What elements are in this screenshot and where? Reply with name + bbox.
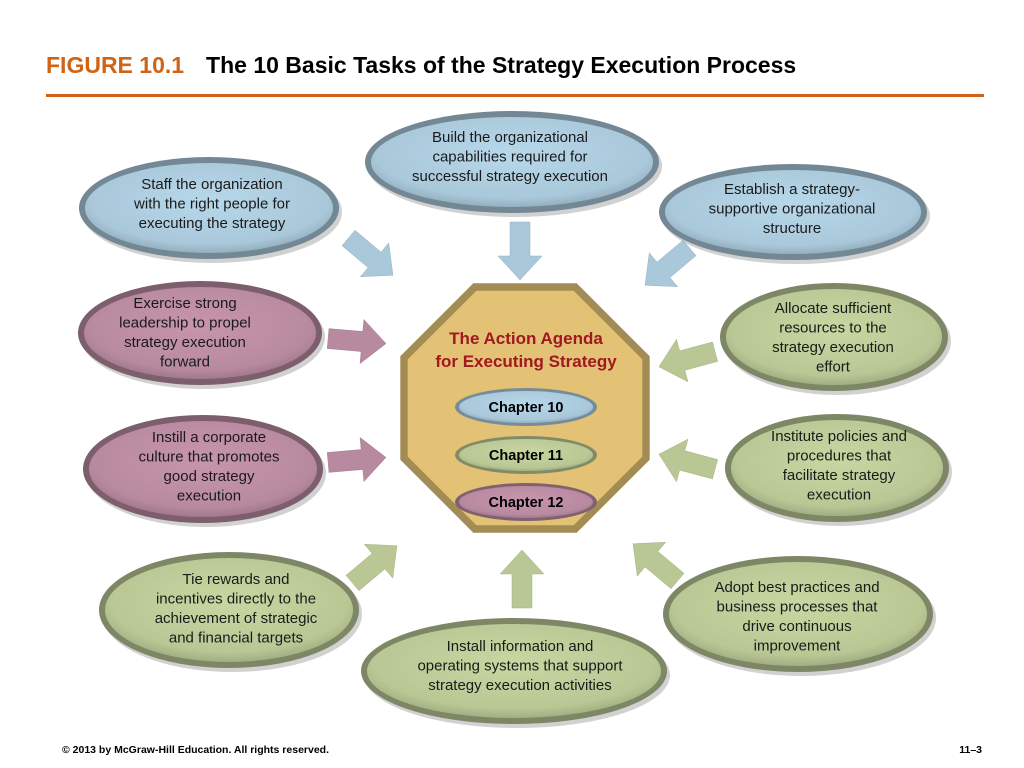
task-oval-install-systems: Install information and operating systems… <box>361 618 670 728</box>
task-text-line: executing the strategy <box>139 215 286 232</box>
task-text-line: Establish a strategy- <box>724 181 860 198</box>
arrow-bottom-right <box>632 542 685 590</box>
task-text-line: drive continuous <box>742 618 851 635</box>
task-oval-adopt-best-practices: Adopt best practices and business process… <box>663 556 936 676</box>
task-text-line: execution <box>807 487 871 504</box>
task-oval-institute-policies: Institute policies and procedures that fac… <box>725 414 952 526</box>
task-oval-allocate-resources: Allocate sufficient resources to the strat… <box>720 283 951 395</box>
task-text-line: Staff the organization <box>141 176 283 193</box>
chapter-pill-10: Chapter 10 <box>455 388 597 426</box>
copyright-notice: © 2013 by McGraw-Hill Education. All rig… <box>62 744 330 756</box>
action-agenda-title-line: for Executing Strategy <box>435 352 617 371</box>
arrow-left-upper <box>326 319 387 364</box>
task-oval-establish-structure: Establish a strategy-supportive organiza… <box>659 164 930 264</box>
chapter-pill-label: Chapter 11 <box>489 448 563 464</box>
task-text-line: Institute policies and <box>771 428 907 445</box>
chapter-pill-12: Chapter 12 <box>455 483 597 521</box>
task-text-line: business processes that <box>717 599 879 616</box>
task-text-line: effort <box>816 359 851 376</box>
task-text-line: resources to the <box>779 320 887 337</box>
title-divider <box>46 94 984 97</box>
task-oval-build-capabilities: Build the organizational capabilities req… <box>365 111 662 217</box>
arrow-right-upper <box>658 338 718 383</box>
figure-label: FIGURE 10.1 <box>46 52 185 78</box>
task-text-line: with the right people for <box>133 196 290 213</box>
chapter-pill-label: Chapter 10 <box>489 400 564 416</box>
task-text-line: Tie rewards and <box>183 571 290 588</box>
task-text-line: Exercise strong <box>133 295 236 312</box>
task-text-line: Allocate sufficient <box>775 300 892 317</box>
arrow-top-left <box>341 229 394 277</box>
task-text-line: culture that promotes <box>139 449 280 466</box>
arrow-bottom-left <box>345 544 398 592</box>
task-oval-staff-organization: Staff the organization with the right peo… <box>79 157 342 263</box>
page-number: 11–3 <box>959 744 982 756</box>
task-text-line: achievement of strategic <box>155 610 318 627</box>
task-text-line: strategy execution activities <box>428 677 611 694</box>
chapter-pill-11: Chapter 11 <box>455 436 597 474</box>
chapter-pill-label: Chapter 12 <box>489 495 564 511</box>
action-agenda-title-line: The Action Agenda <box>449 329 603 348</box>
arrow-top-right <box>644 239 697 287</box>
task-oval-instill-culture: Instill a corporate culture that promotes… <box>83 415 326 527</box>
task-text-line: successful strategy execution <box>412 168 608 185</box>
task-oval-tie-rewards: Tie rewards and incentives directly to th… <box>99 552 362 672</box>
arrow-left-lower <box>326 437 387 482</box>
task-text-line: structure <box>763 220 821 237</box>
task-text-line: execution <box>177 488 241 505</box>
task-text-line: Instill a corporate <box>152 429 266 446</box>
task-oval-exercise-leadership: Exercise strong leadership to propel strat… <box>78 281 325 389</box>
task-text-line: operating systems that support <box>417 658 623 675</box>
task-text-line: supportive organizational <box>709 201 876 218</box>
arrow-bottom <box>499 549 545 609</box>
task-text-line: good strategy <box>164 468 255 485</box>
figure-heading: The 10 Basic Tasks of the Strategy Execu… <box>206 52 797 78</box>
figure-title: FIGURE 10.1 The 10 Basic Tasks of the Str… <box>46 52 796 79</box>
arrow-top <box>497 221 543 281</box>
task-text-line: Build the organizational <box>432 129 588 146</box>
task-text-line: incentives directly to the <box>156 591 316 608</box>
task-text-line: capabilities required for <box>432 149 587 166</box>
task-text-line: forward <box>160 354 210 371</box>
task-text-line: facilitate strategy <box>783 467 896 484</box>
task-text-line: strategy execution <box>124 334 246 351</box>
task-text-line: Adopt best practices and <box>714 579 879 596</box>
task-text-line: leadership to propel <box>119 315 251 332</box>
task-text-line: Install information and <box>447 638 594 655</box>
task-text-line: and financial targets <box>169 630 303 647</box>
task-text-line: strategy execution <box>772 339 894 356</box>
task-text-line: procedures that <box>787 448 892 465</box>
arrow-right-lower <box>658 438 718 483</box>
task-text-line: improvement <box>754 638 842 655</box>
